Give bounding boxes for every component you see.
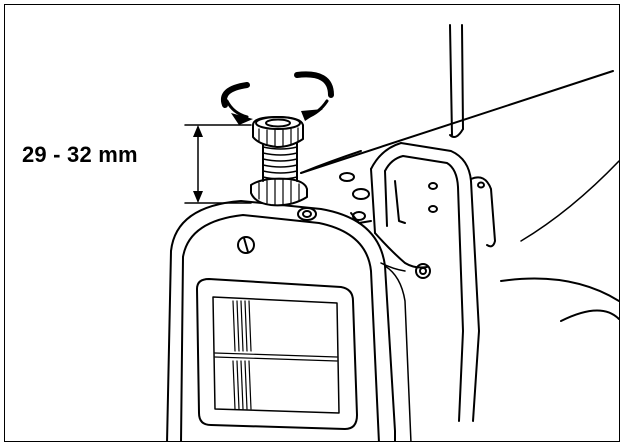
dimension-label: 29 - 32 mm <box>22 142 138 167</box>
face-cover <box>166 200 412 441</box>
machine-head-drawing <box>166 24 619 441</box>
thread-guide-bracket <box>350 142 496 422</box>
rotation-arrows <box>221 71 334 125</box>
presser-bar-rod <box>449 24 464 138</box>
top-plate-holes <box>297 172 370 221</box>
thread-wire <box>374 232 431 279</box>
lamp-filament <box>214 300 338 410</box>
figure-frame <box>4 4 620 442</box>
lamp-window <box>196 278 358 430</box>
dimension-indicator <box>184 124 252 204</box>
pressure-regulating-screw <box>250 116 308 207</box>
machine-arm <box>300 70 619 322</box>
